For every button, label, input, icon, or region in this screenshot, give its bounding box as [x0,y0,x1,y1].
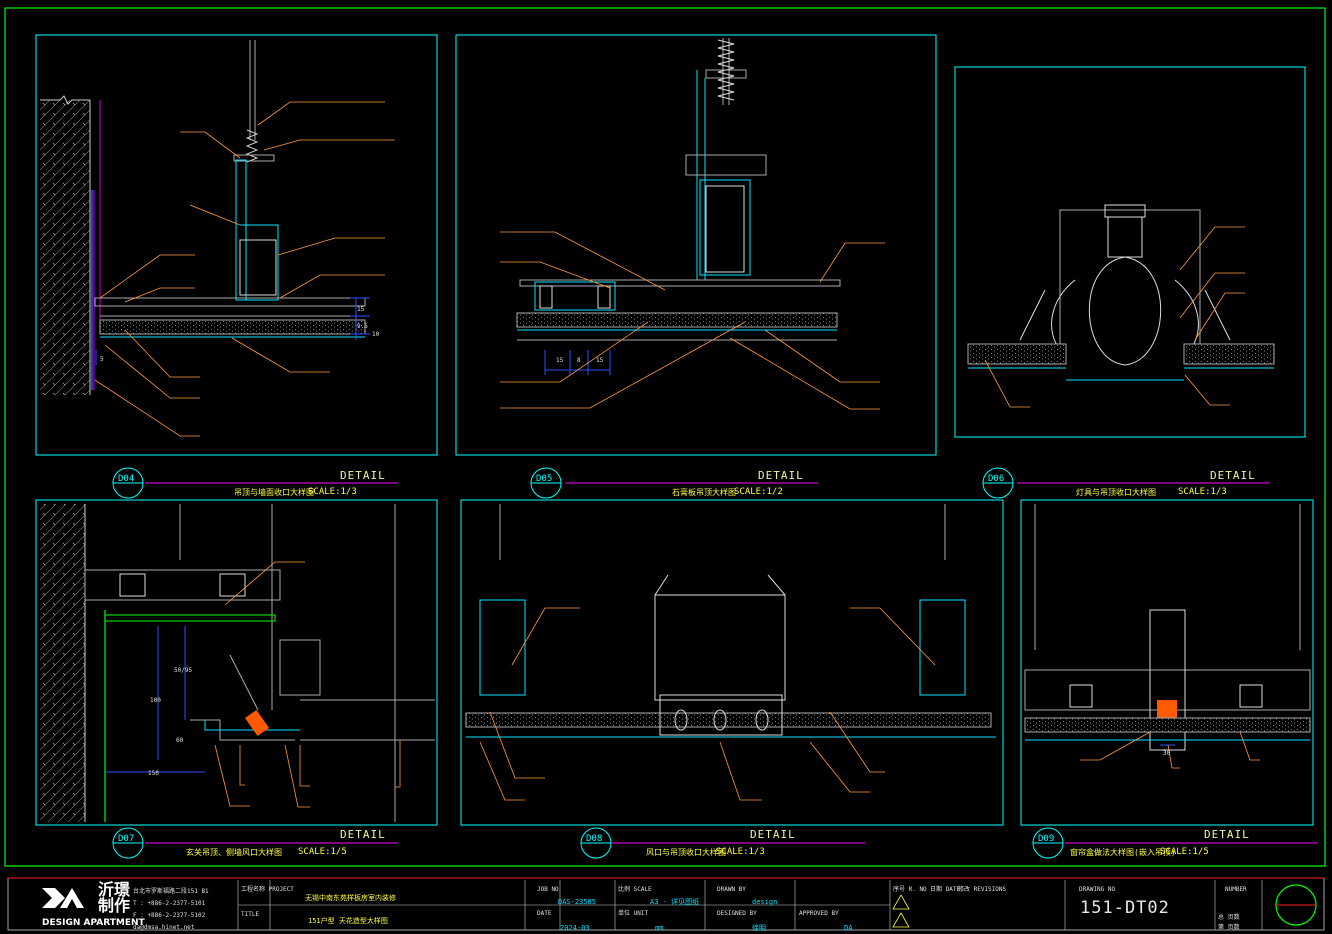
tb-job-label: JOB NO [537,886,559,893]
sheet-border [4,7,1326,867]
revision-triangles [892,894,910,928]
logo-cn-1: 沂璟 [98,880,131,899]
d09-detail-word: DETAIL [1204,828,1250,841]
d09-bubble-id: D09 [1038,834,1055,844]
detail-d05-drawing [455,34,937,456]
d04-dim-3: 10 [372,331,380,338]
tb-title-label: TITLE [241,911,260,918]
tb-email: da@dmsa.hinet.net [133,924,195,931]
tb-scale-value: A3 - 详见图纸 [650,898,700,906]
d04-dim-1: 15 [357,306,365,313]
d07-scale: SCALE:1/5 [298,847,347,857]
tb-job-value: DAS-23585 [558,898,596,906]
tb-rev-date: 日期 DATE [930,886,961,893]
tb-number-label: NUMBER [1225,886,1247,893]
tb-address: 台北市罗斯福路二段151 B1 [133,888,209,895]
d04-bubble-id: D04 [118,474,135,484]
d07-detail-word: DETAIL [340,828,386,841]
d05-dim-2: 8 [577,357,581,364]
d06-scale: SCALE:1/3 [1178,487,1227,497]
d05-bubble-id: D05 [536,474,553,484]
title-block-grid [237,880,1263,930]
d05-title: 石膏板吊顶大样图 [672,488,736,497]
north-symbol [1275,884,1317,926]
tb-date-label: DATE [537,910,552,917]
d04-detail-word: DETAIL [340,469,386,482]
d07-dim-3: 100 [150,697,161,704]
tb-project-value: 无锡中南东苑样板房室内装修 [305,894,396,902]
tb-drawn-label: DRAWN BY [717,886,746,893]
detail-d07-drawing [35,499,438,826]
tb-drawn-value: design [752,898,778,906]
d05-detail-word: DETAIL [758,469,804,482]
d05-scale: SCALE:1/2 [734,487,783,497]
tb-drawing-no: 151-DT02 [1080,898,1170,918]
tb-designed-value: 徐明 [752,924,766,932]
tb-scale-label: 比例 SCALE [618,886,652,893]
d09-dim-1: 30 [1163,750,1171,757]
tb-number-b: 第 页数 [1218,924,1240,931]
d04-title: 吊顶与墙面收口大样图 [234,488,314,497]
d07-title: 玄关吊顶、侧墙风口大样图 [186,848,282,857]
tb-designed-label: DESIGNED BY [717,910,757,917]
tb-drawing-no-label: DRAWING NO [1079,886,1116,893]
logo-cn-2: 制作 [98,896,131,915]
tb-title-value: 151户型 天花造型大样图 [308,917,388,925]
detail-d09-drawing [1020,499,1314,826]
tb-approved-label: APPROVED BY [799,910,839,917]
d08-title: 风口与吊顶收口大样图 [646,848,726,857]
d04-scale: SCALE:1/3 [308,487,357,497]
detail-d06-drawing [954,66,1306,438]
detail-d04-drawing [35,34,438,456]
d04-dim-2: 9.5 [357,323,368,330]
d07-bubble-id: D07 [118,834,135,844]
detail-d08-drawing [460,499,1004,826]
tb-project-label: 工程名称 PROJECT [241,886,294,893]
d09-scale: SCALE:1/5 [1160,847,1209,857]
tb-unit-label: 单位 UNIT [618,910,649,917]
d07-dim-2: 50/95 [174,667,193,674]
d09-title: 窗帘盒做法大样图(嵌入吊顶) [1070,848,1176,857]
tb-tel: T : +886-2-2377-5101 [133,900,206,907]
logo-en: DESIGN APARTMENT [42,918,145,928]
d07-dim-1: 150 [148,770,159,777]
d08-bubble-id: D08 [586,834,603,844]
tb-approved-value: DA [844,924,853,932]
tb-date-value: 2024-03 [560,924,590,932]
logo-mark-icon [42,888,84,908]
d06-detail-word: DETAIL [1210,469,1256,482]
d06-bubble-id: D06 [988,474,1005,484]
tb-rev-label: 序号 R. NO [893,886,927,893]
detail-label-bars [112,467,1318,859]
d05-dim-1: 15 [556,357,564,364]
tb-number-a: 总 页数 [1218,914,1240,921]
d08-scale: SCALE:1/3 [716,847,765,857]
tb-rev-desc: 修改 REVISIONS [958,886,1007,893]
d05-dim-3: 15 [596,357,604,364]
d06-title: 灯具与吊顶收口大样图 [1076,488,1156,497]
d08-detail-word: DETAIL [750,828,796,841]
tb-unit-value: mm [655,924,664,932]
d07-dim-4: 60 [176,737,184,744]
tb-fax: F : +886-2-2377-5102 [133,912,206,919]
d04-dim-4: 5 [100,356,104,363]
